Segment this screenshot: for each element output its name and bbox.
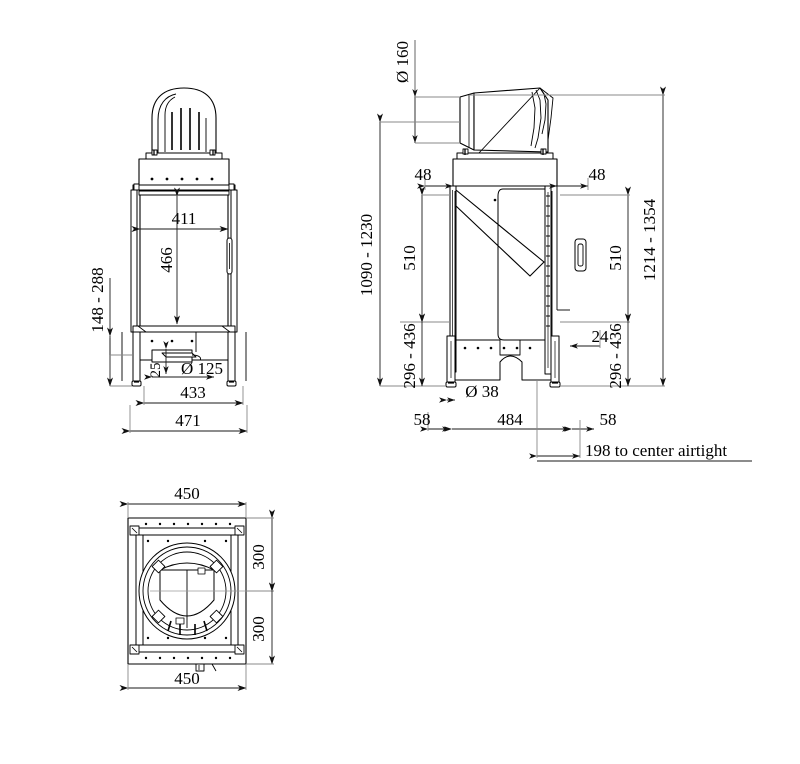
dim-471: 471 bbox=[121, 405, 248, 434]
dim-450-bottom: 450 bbox=[119, 664, 247, 691]
front-legs bbox=[121, 331, 247, 387]
dim-450-top-label: 450 bbox=[174, 484, 200, 503]
side-main-body bbox=[428, 185, 587, 381]
plan-circular-assembly bbox=[138, 542, 252, 640]
dim-58-left-label: 58 bbox=[414, 410, 431, 429]
dim-48-right: 48 bbox=[549, 165, 606, 190]
dim-1090-1230-label: 1090 - 1230 bbox=[357, 214, 376, 296]
dim-198-note-label: 198 to center airtight bbox=[585, 441, 727, 460]
front-lower-chamber bbox=[139, 331, 229, 363]
dim-300-upper: 300 bbox=[246, 509, 275, 592]
front-hood-box bbox=[138, 158, 230, 187]
dim-dia-38-label: Ø 38 bbox=[465, 382, 499, 401]
front-main-body bbox=[130, 183, 238, 333]
dim-296-436-left-label: 296 - 436 bbox=[400, 323, 419, 388]
side-section-view bbox=[428, 87, 587, 388]
dim-471-label: 471 bbox=[175, 411, 201, 430]
dim-24-label: 24 bbox=[592, 327, 610, 346]
side-legs bbox=[445, 335, 561, 388]
dim-dia-38: Ø 38 bbox=[439, 382, 499, 403]
dim-58-right: 58 bbox=[564, 410, 617, 432]
dim-25: 25 bbox=[148, 341, 169, 378]
dim-510-right-label: 510 bbox=[606, 245, 625, 271]
front-view-dimensions: 411 466 148 - 288 25 Ø 125 bbox=[88, 187, 248, 434]
dim-466: 466 bbox=[157, 187, 180, 325]
dim-dia-160: Ø 160 bbox=[393, 40, 460, 144]
dim-484: 484 bbox=[444, 410, 570, 432]
dim-dia-160-label: Ø 160 bbox=[393, 41, 412, 83]
dim-433: 433 bbox=[135, 383, 244, 406]
dim-510-left-label: 510 bbox=[400, 245, 419, 271]
dim-dia-125: Ø 125 bbox=[144, 359, 223, 380]
dim-510-left: 510 bbox=[400, 186, 450, 323]
side-flue-spigot bbox=[459, 87, 554, 155]
dim-296-436-left: 296 - 436 bbox=[400, 313, 425, 389]
dim-dia-125-label: Ø 125 bbox=[181, 359, 223, 378]
plan-view-dimensions: 450 300 300 450 bbox=[119, 484, 275, 691]
dim-466-label: 466 bbox=[157, 247, 176, 273]
front-dome bbox=[151, 87, 217, 157]
dim-148-288-label: 148 - 288 bbox=[88, 267, 107, 332]
dim-300-lower: 300 bbox=[246, 582, 275, 665]
dim-296-436-right: 296 - 436 bbox=[606, 313, 631, 389]
dim-300-upper-label: 300 bbox=[249, 544, 268, 570]
dim-1090-1230: 1090 - 1230 bbox=[357, 113, 460, 387]
dim-433-label: 433 bbox=[180, 383, 206, 402]
plan-bottom-tab bbox=[195, 663, 217, 672]
plan-top-view bbox=[127, 517, 252, 672]
dim-48-left-label: 48 bbox=[415, 165, 432, 184]
dim-198-note: 198 to center airtight bbox=[529, 380, 752, 462]
dim-450-top: 450 bbox=[119, 484, 247, 518]
dim-148-288: 148 - 288 bbox=[88, 267, 132, 387]
dim-48-left: 48 bbox=[415, 165, 453, 190]
dim-300-lower-label: 300 bbox=[249, 616, 268, 642]
side-hood-box bbox=[452, 158, 558, 187]
dim-296-436-right-label: 296 - 436 bbox=[606, 323, 625, 388]
front-elevation-view bbox=[121, 87, 247, 387]
dim-450-bottom-label: 450 bbox=[174, 669, 200, 688]
front-collar-plate bbox=[145, 149, 223, 160]
dim-24: 24 bbox=[570, 327, 610, 349]
dim-1214-1354-label: 1214 - 1354 bbox=[640, 198, 659, 281]
dim-48-right-label: 48 bbox=[589, 165, 606, 184]
dim-1214-1354: 1214 - 1354 bbox=[470, 86, 666, 387]
dim-58-right-label: 58 bbox=[600, 410, 617, 429]
dim-484-label: 484 bbox=[497, 410, 523, 429]
dim-25-label: 25 bbox=[148, 363, 164, 378]
side-view-dimensions: Ø 160 1090 - 1230 1214 - 1354 48 48 bbox=[357, 40, 752, 462]
dim-510-right: 510 bbox=[560, 186, 631, 323]
dim-411-label: 411 bbox=[172, 209, 197, 228]
